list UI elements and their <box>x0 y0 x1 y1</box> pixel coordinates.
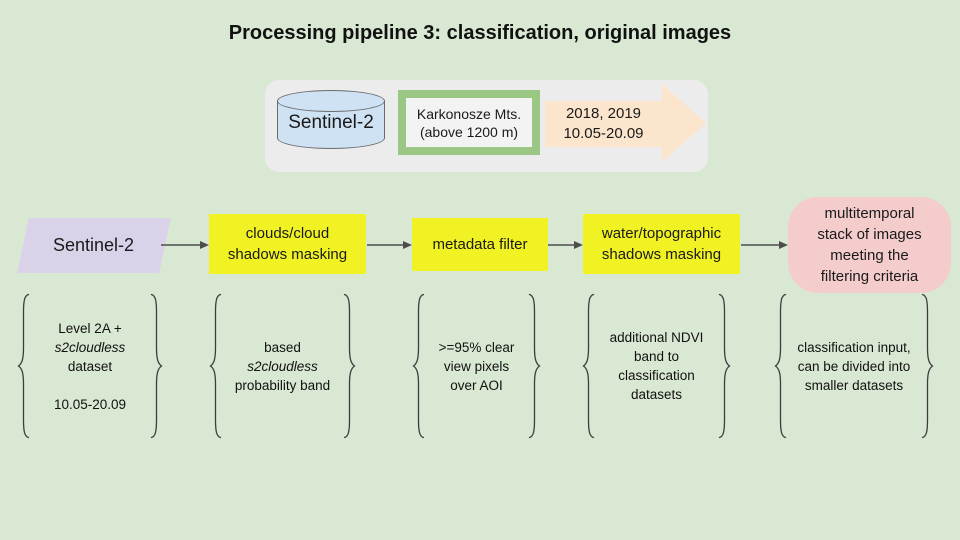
period-line1: 2018, 2019 <box>565 105 642 122</box>
criteria-text: Level 2A + s2cloudless dataset 10.05-20.… <box>31 292 149 440</box>
time-range-arrow-body: 2018, 2019 10.05-20.09 <box>545 101 662 147</box>
criteria-text: >=95% clear view pixels over AOI <box>426 292 527 440</box>
criteria-group-ndvi: additional NDVI band to classification d… <box>581 292 732 440</box>
criteria-text: additional NDVI band to classification d… <box>596 292 717 440</box>
step1-line2: shadows masking <box>227 246 348 263</box>
page-title: Processing pipeline 3: classification, o… <box>228 22 732 44</box>
criteria4-line2: band to <box>633 349 680 364</box>
flow-arrow-3-icon <box>548 241 583 249</box>
left-brace-icon <box>581 292 596 440</box>
step-water-shadows-masking: water/topographic shadows masking <box>583 214 740 274</box>
criteria2-line1: based <box>264 339 301 355</box>
criteria-group-classification-input: classification input, can be divided int… <box>773 292 935 440</box>
left-brace-icon <box>773 292 788 440</box>
criteria1-line2: s2cloudless <box>54 339 126 355</box>
criteria1-line1: Level 2A + <box>58 320 122 336</box>
time-range-arrow-head <box>662 84 706 162</box>
step1-line1: clouds/cloud <box>245 225 330 242</box>
output-line1: multitemporal <box>824 205 915 222</box>
flow-arrow-1-icon <box>161 241 209 249</box>
criteria5-line1: classification input, <box>797 339 911 355</box>
input-parallelogram: Sentinel-2 <box>17 218 171 273</box>
right-brace-icon <box>527 292 542 440</box>
criteria3-line1: >=95% clear <box>438 339 515 355</box>
aoi-box: Karkonosze Mts. (above 1200 m) <box>398 90 540 155</box>
left-brace-icon <box>208 292 223 440</box>
criteria-group-dataset: Level 2A + s2cloudless dataset 10.05-20.… <box>16 292 164 440</box>
output-line3: meeting the <box>830 247 909 264</box>
step-clouds-masking: clouds/cloud shadows masking <box>209 214 366 274</box>
database-cylinder: Sentinel-2 <box>277 90 385 150</box>
database-label: Sentinel-2 <box>288 112 374 133</box>
criteria-text: classification input, can be divided int… <box>788 292 920 440</box>
input-label: Sentinel-2 <box>53 235 135 255</box>
criteria4-line3: classification <box>618 368 695 383</box>
output-line4: filtering criteria <box>820 268 919 285</box>
criteria5-line2: can be divided into <box>797 358 911 374</box>
step2-line1: metadata filter <box>432 236 528 253</box>
cylinder-top-shape <box>277 90 385 112</box>
right-brace-icon <box>920 292 935 440</box>
criteria4-line1: additional NDVI <box>609 330 704 345</box>
criteria4-line4: datasets <box>630 387 683 402</box>
right-brace-icon <box>717 292 732 440</box>
aoi-line2: (above 1200 m) <box>419 123 519 140</box>
criteria1-line3: dataset <box>67 358 113 374</box>
output-line2: stack of images <box>817 226 922 243</box>
aoi-line1: Karkonosze Mts. <box>416 105 522 122</box>
step-metadata-filter: metadata filter <box>412 218 548 271</box>
criteria2-line2: s2cloudless <box>247 358 318 374</box>
flow-arrow-4-icon <box>741 241 788 249</box>
criteria3-line2: view pixels <box>443 358 510 374</box>
criteria-group-clear-view: >=95% clear view pixels over AOI <box>411 292 542 440</box>
flow-arrow-2-icon <box>367 241 412 249</box>
right-brace-icon <box>149 292 164 440</box>
criteria-group-s2cloudless: based s2cloudless probability band <box>208 292 357 440</box>
step3-line2: shadows masking <box>601 246 722 263</box>
left-brace-icon <box>411 292 426 440</box>
period-line2: 10.05-20.09 <box>563 125 644 142</box>
data-source-panel: Sentinel-2 Karkonosze Mts. (above 1200 m… <box>265 80 708 172</box>
criteria-text: based s2cloudless probability band <box>223 292 342 440</box>
criteria3-line3: over AOI <box>450 377 503 393</box>
criteria5-line3: smaller datasets <box>804 377 904 393</box>
criteria1-line4: 10.05-20.09 <box>53 396 127 412</box>
step3-line1: water/topographic <box>601 225 722 242</box>
criteria2-line3: probability band <box>234 377 331 393</box>
right-brace-icon <box>342 292 357 440</box>
left-brace-icon <box>16 292 31 440</box>
output-multitemporal-stack: multitemporal stack of images meeting th… <box>788 197 951 293</box>
